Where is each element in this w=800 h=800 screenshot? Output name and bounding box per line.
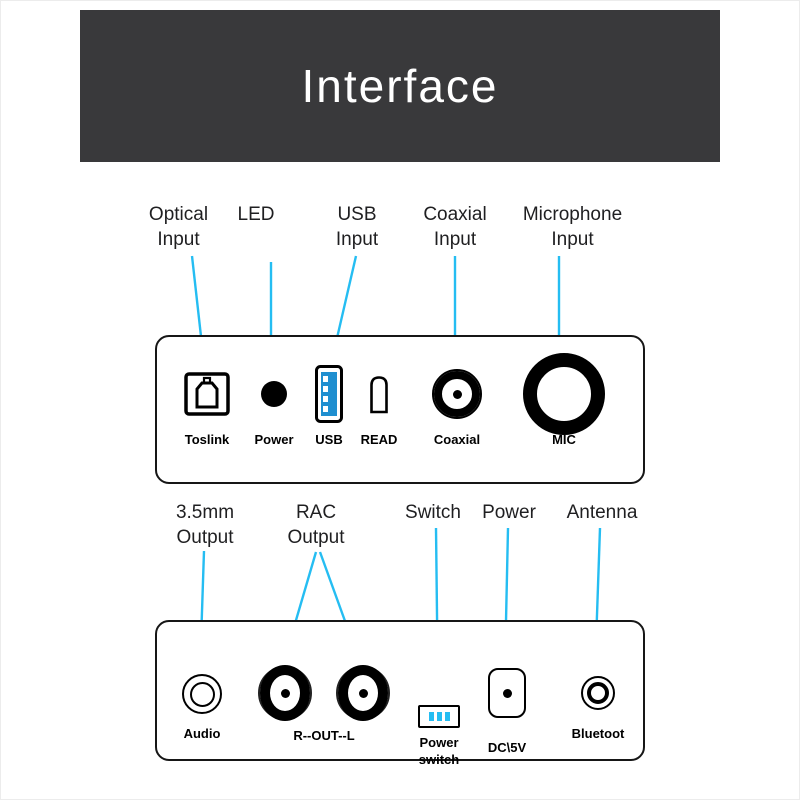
callout-microphone-input: Microphone Input (500, 202, 645, 252)
port-label: Bluetoot (571, 726, 625, 741)
port-label: Coaxial (433, 432, 481, 447)
callout-rac-output: RAC Output (261, 500, 371, 550)
header-banner: Interface (80, 10, 720, 162)
port-power-led: Power (234, 362, 314, 447)
port-label: Power switch (419, 734, 459, 768)
audio-jack-icon (182, 674, 222, 714)
port-coaxial: Coaxial (417, 362, 497, 447)
port-mic: MIC (523, 353, 605, 447)
mic-jack-icon (523, 353, 605, 435)
page-title: Interface (301, 60, 499, 112)
rca-jack-left-icon (258, 665, 312, 721)
port-label: Toslink (184, 432, 230, 447)
callout-line: Coaxial (423, 204, 487, 225)
coaxial-jack-icon (432, 362, 482, 426)
port-power-switch[interactable]: Power switch (409, 705, 469, 768)
callout-line: Switch (405, 502, 461, 523)
callout-line: Output (287, 527, 345, 548)
port-label: DC\5V (487, 740, 527, 755)
port-rca-pair: R--OUT--L (258, 665, 390, 743)
port-bluetooth-antenna: Bluetoot (567, 676, 629, 741)
callout-power: Power (459, 500, 559, 525)
callout-usb-input: USB Input (307, 202, 407, 252)
callout-line: USB (337, 204, 377, 225)
power-switch-icon[interactable] (418, 705, 460, 728)
port-read: READ (339, 362, 419, 447)
rca-jack-right-icon (336, 665, 390, 721)
callout-line: 3.5mm (175, 502, 235, 523)
callout-optical-input: Optical Input (126, 202, 231, 252)
callout-line: Microphone (522, 204, 623, 225)
port-toslink: Toslink (167, 362, 247, 447)
toslink-icon (184, 362, 230, 426)
port-label: USB (315, 432, 343, 447)
port-label: MIC (552, 432, 576, 447)
callout-antenna: Antenna (552, 500, 652, 525)
callout-line: Input (433, 229, 477, 250)
port-label: R--OUT--L (293, 728, 355, 743)
usb-port-icon (315, 362, 343, 426)
dc-jack-icon (488, 668, 526, 718)
port-dc-power: DC\5V (477, 668, 537, 755)
port-label: Audio (183, 726, 221, 741)
callout-line: LED (237, 204, 275, 225)
callout-line: Power (482, 502, 536, 523)
callout-line: Output (176, 527, 234, 548)
callout-line: Antenna (566, 502, 638, 523)
callout-led: LED (216, 202, 296, 227)
port-label-line: Power (419, 735, 459, 750)
callout-line: Input (157, 229, 200, 250)
callout-35mm-output: 3.5mm Output (150, 500, 260, 550)
callout-coaxial-input: Coaxial Input (405, 202, 505, 252)
port-label: READ (360, 432, 398, 447)
front-panel: Toslink Power USB (155, 335, 645, 484)
power-led-icon (261, 362, 287, 426)
callout-line: Optical (148, 204, 209, 225)
port-label: Power (254, 432, 294, 447)
back-panel: Audio R--OUT--L Power switch DC\5V Blue (155, 620, 645, 767)
callout-line: Input (335, 229, 379, 250)
antenna-connector-icon (581, 676, 615, 710)
port-label-line: switch (418, 752, 460, 767)
card-slot-icon (367, 362, 391, 426)
callout-switch: Switch (383, 500, 483, 525)
callout-line: Input (551, 229, 594, 250)
port-audio: Audio (172, 674, 232, 741)
port-usb: USB (289, 362, 369, 447)
callout-line: RAC (295, 502, 337, 523)
